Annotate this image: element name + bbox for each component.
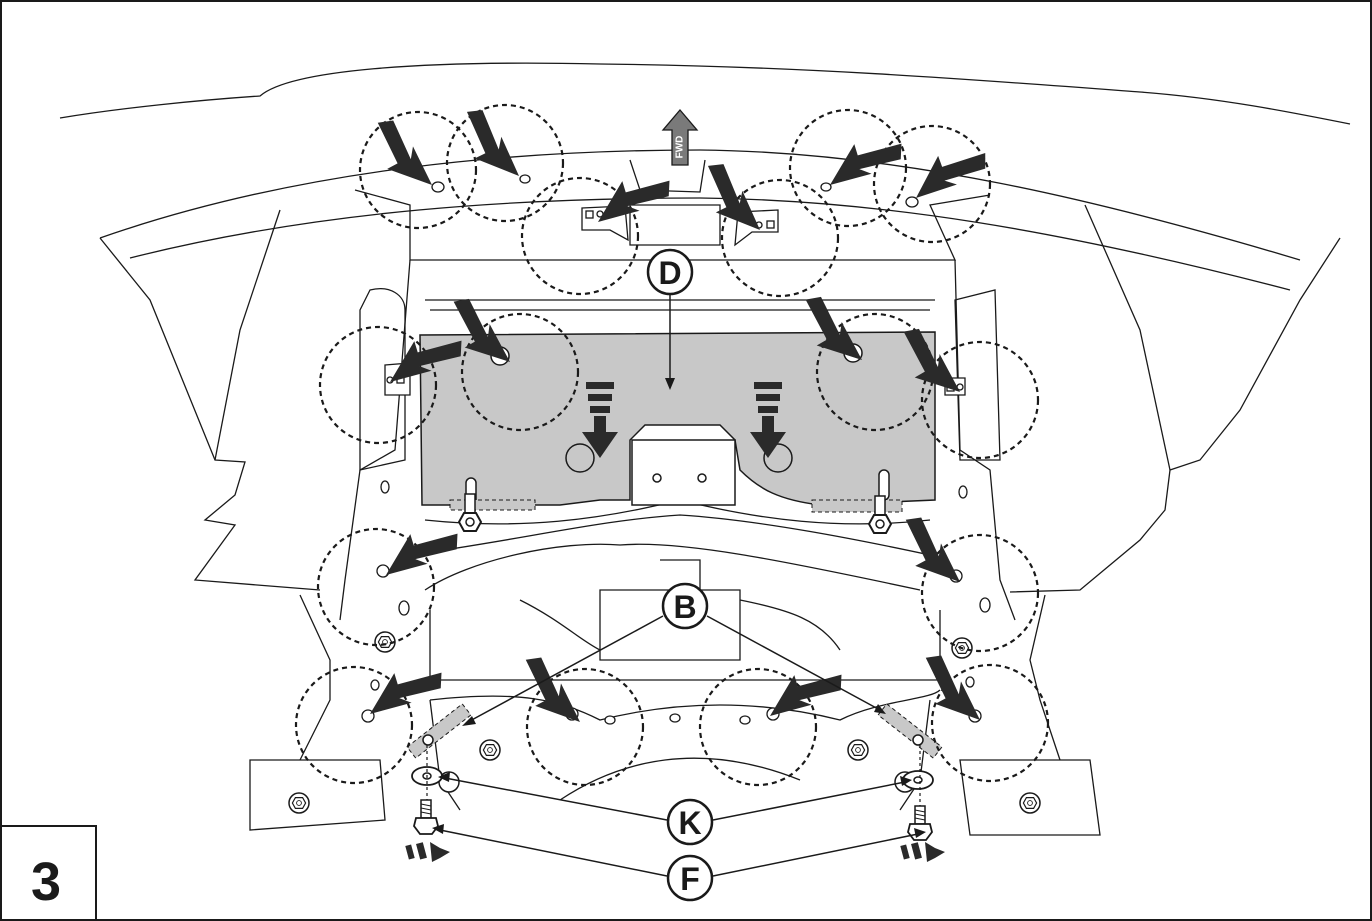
- skid-plate: [419, 331, 936, 513]
- tighten-arrow-right: [900, 842, 945, 862]
- forward-arrow: FWD: [661, 108, 699, 166]
- frame-holes: [370, 480, 991, 725]
- callout-f: F: [432, 824, 926, 902]
- plate-bolt-right: [868, 495, 892, 534]
- washer-right: [902, 770, 934, 790]
- bracket-right: [877, 703, 943, 759]
- bracket-left: [406, 703, 472, 759]
- callout-k: K: [438, 772, 912, 846]
- attachment-circles: [294, 103, 1050, 787]
- bolt-left: [413, 799, 439, 835]
- bolt-guide-lines: [426, 745, 921, 806]
- callout-d: D: [646, 248, 694, 390]
- callout-k-label: K: [678, 805, 701, 841]
- forward-label: FWD: [675, 136, 686, 159]
- callout-b-label: B: [673, 589, 696, 625]
- callout-f-label: F: [680, 861, 700, 897]
- plate-bolt-left: [458, 493, 482, 532]
- frame-bolts: [288, 631, 1041, 814]
- step-number: 3: [31, 852, 61, 912]
- tighten-arrow-left: [405, 842, 450, 862]
- callout-b: B: [462, 582, 886, 726]
- step-number-box: 3: [0, 825, 97, 921]
- callout-d-label: D: [658, 255, 681, 291]
